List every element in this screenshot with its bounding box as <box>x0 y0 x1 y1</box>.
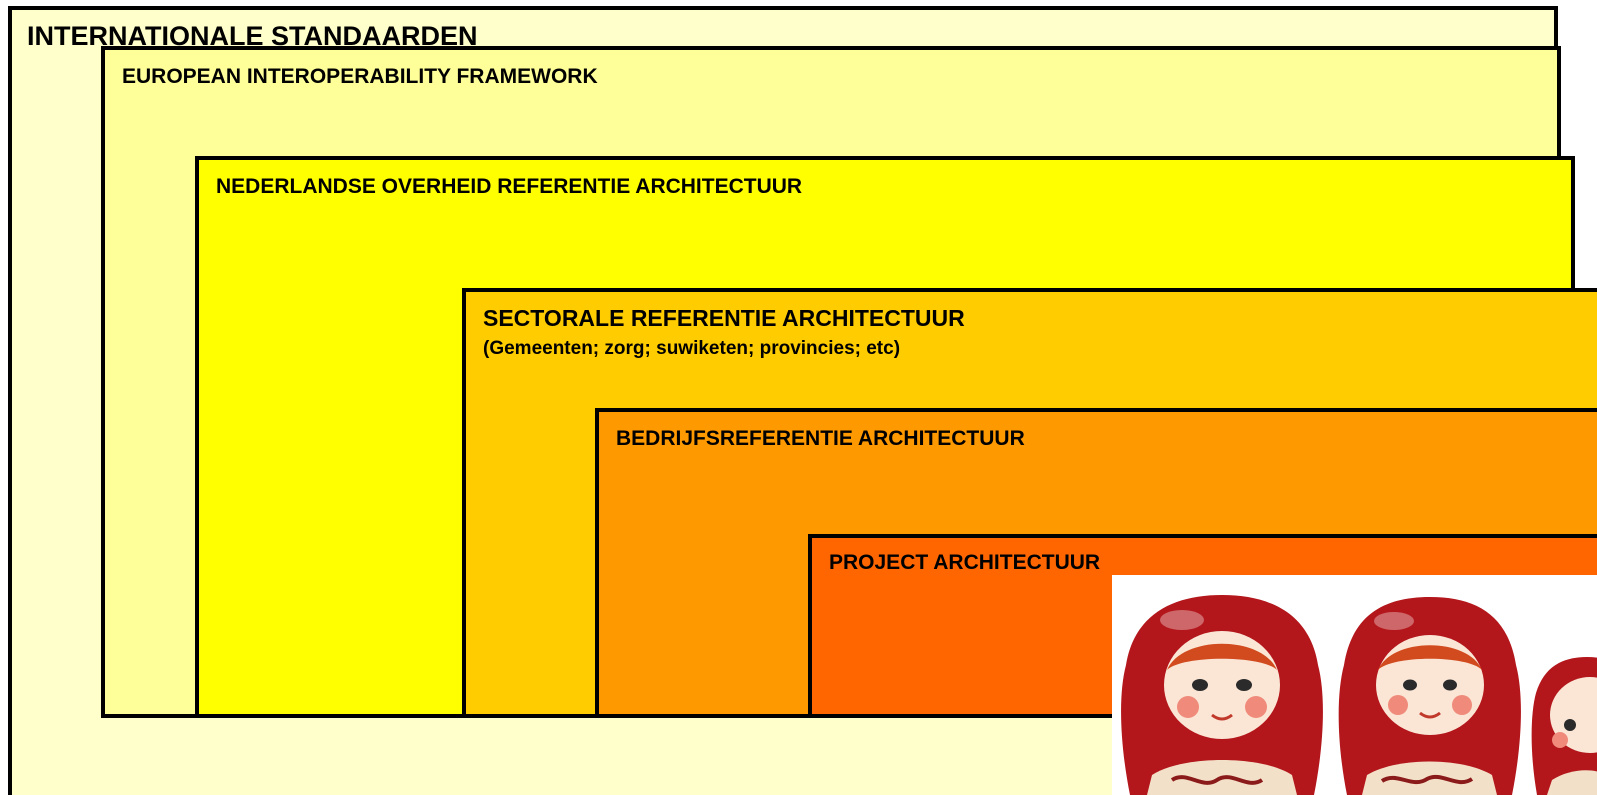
label-bedrijfsreferentie-architectuur: BEDRIJFSREFERENTIE ARCHITECTUUR <box>616 427 1025 450</box>
doll-2 <box>1338 597 1521 795</box>
label-nederlandse-overheid-referentie-architectuur: NEDERLANDSE OVERHEID REFERENTIE ARCHITEC… <box>216 175 803 198</box>
doll-1 <box>1121 595 1323 795</box>
matryoshka-dolls-image <box>1112 575 1597 795</box>
label-sectorale-subtitle: (Gemeenten; zorg; suwiketen; provincies;… <box>483 338 901 359</box>
label-internationale-standaarden: INTERNATIONALE STANDAARDEN <box>27 21 478 51</box>
doll-3 <box>1531 657 1597 795</box>
label-project-architectuur: PROJECT ARCHITECTUUR <box>829 551 1101 574</box>
label-european-interoperability-framework: EUROPEAN INTEROPERABILITY FRAMEWORK <box>122 65 598 88</box>
label-sectorale-referentie-architectuur: SECTORALE REFERENTIE ARCHITECTUUR <box>483 305 965 331</box>
